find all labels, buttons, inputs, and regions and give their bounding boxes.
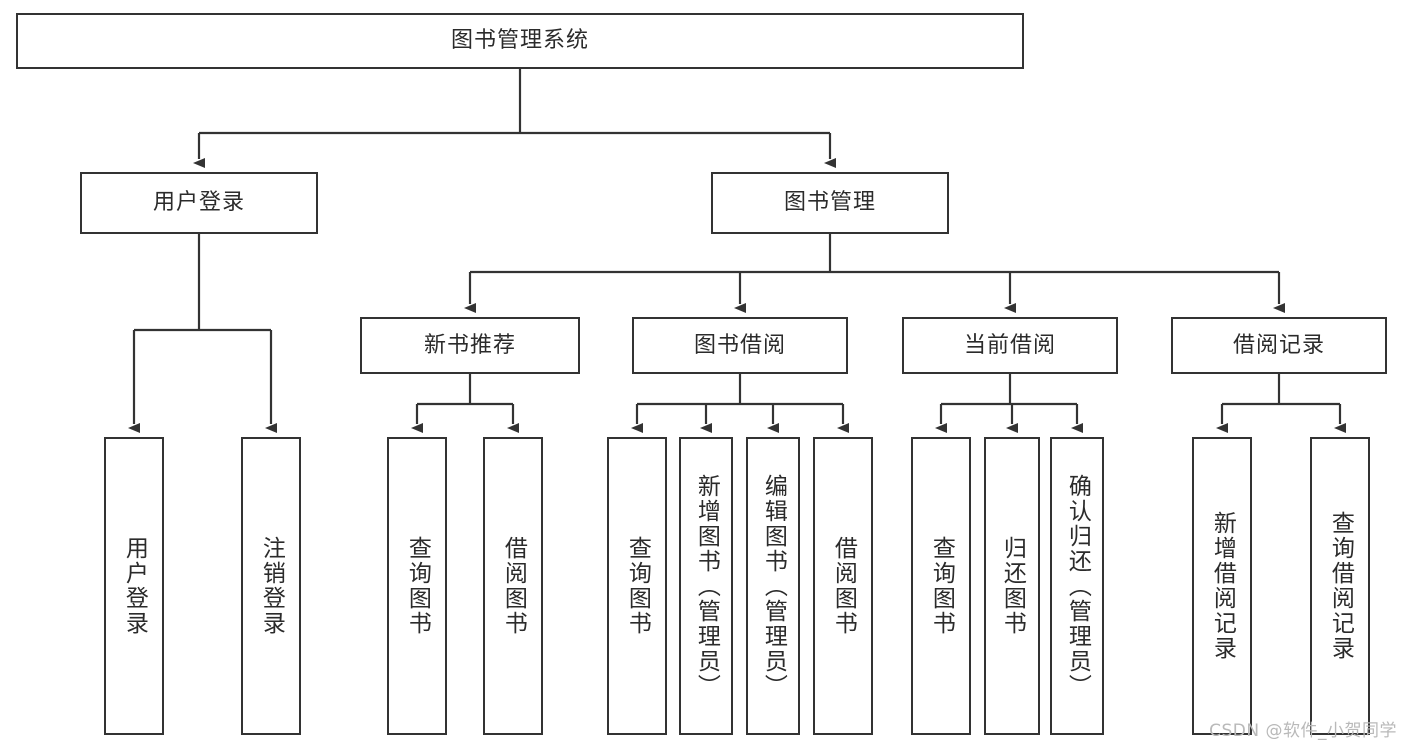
node-label: 归还图书 [999, 536, 1026, 636]
node-bookmgmt[interactable]: 图书管理 [711, 172, 949, 234]
node-borrow[interactable]: 图书借阅 [632, 317, 848, 374]
node-records[interactable]: 借阅记录 [1171, 317, 1387, 374]
node-label: 图书借阅 [693, 332, 786, 358]
node-label: 编辑图书（管理员） [760, 473, 787, 699]
node-label: 查询图书 [928, 536, 955, 636]
node-leaf-1[interactable]: 用户登录 [104, 437, 164, 735]
node-label: 新增图书（管理员） [693, 473, 720, 699]
node-leaf-10[interactable]: 归还图书 [984, 437, 1040, 735]
node-label: 用户登录 [121, 536, 148, 636]
node-leaf-13[interactable]: 查询借阅记录 [1310, 437, 1370, 735]
node-current[interactable]: 当前借阅 [902, 317, 1118, 374]
node-label: 新书推荐 [423, 332, 516, 358]
node-label: 借阅图书 [500, 536, 527, 636]
node-leaf-7[interactable]: 编辑图书（管理员） [746, 437, 800, 735]
node-label: 图书管理 [783, 190, 876, 216]
node-label: 新增借阅记录 [1209, 511, 1236, 661]
node-leaf-11[interactable]: 确认归还（管理员） [1050, 437, 1104, 735]
node-label: 用户登录 [152, 190, 245, 216]
node-root[interactable]: 图书管理系统 [16, 13, 1024, 69]
node-label: 注销登录 [258, 536, 285, 636]
node-label: 查询图书 [624, 536, 651, 636]
node-leaf-4[interactable]: 借阅图书 [483, 437, 543, 735]
node-leaf-6[interactable]: 新增图书（管理员） [679, 437, 733, 735]
node-label: 借阅记录 [1232, 332, 1325, 358]
node-login[interactable]: 用户登录 [80, 172, 318, 234]
edge-group [128, 69, 1346, 433]
node-leaf-2[interactable]: 注销登录 [241, 437, 301, 735]
node-label: 图书管理系统 [450, 28, 589, 54]
node-label: 查询图书 [404, 536, 431, 636]
node-label: 确认归还（管理员） [1064, 473, 1091, 699]
node-label: 当前借阅 [963, 332, 1056, 358]
node-leaf-12[interactable]: 新增借阅记录 [1192, 437, 1252, 735]
node-leaf-9[interactable]: 查询图书 [911, 437, 971, 735]
node-leaf-3[interactable]: 查询图书 [387, 437, 447, 735]
node-label: 查询借阅记录 [1327, 511, 1354, 661]
node-leaf-5[interactable]: 查询图书 [607, 437, 667, 735]
node-newbook[interactable]: 新书推荐 [360, 317, 580, 374]
node-leaf-8[interactable]: 借阅图书 [813, 437, 873, 735]
node-label: 借阅图书 [830, 536, 857, 636]
